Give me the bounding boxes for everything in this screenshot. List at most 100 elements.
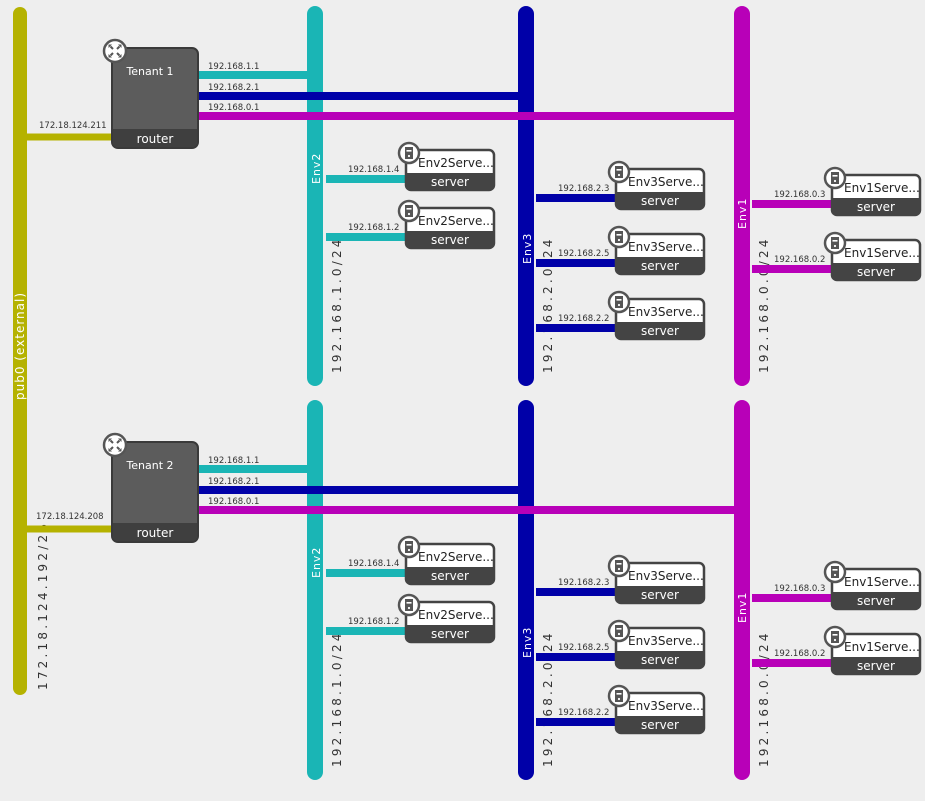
server-icon — [607, 160, 631, 184]
server-type-label: server — [857, 594, 895, 608]
server-icon — [823, 560, 847, 584]
server-icon — [607, 554, 631, 578]
server-type-label: server — [641, 259, 679, 273]
router-node[interactable]: Tenant 1 router — [111, 47, 199, 149]
server-ip-env2: 192.168.1.4 — [348, 559, 399, 569]
server-type-label: server — [857, 200, 895, 214]
server-name: Env1Serve... — [844, 575, 920, 589]
server-type-label: server — [641, 588, 679, 602]
server-type-label: server — [641, 324, 679, 338]
server-node[interactable]: Env2Serve... server — [404, 600, 496, 644]
server-type-label: server — [641, 194, 679, 208]
server-name: Env2Serve... — [418, 214, 494, 228]
server-icon — [397, 199, 421, 223]
server-ip-env1: 192.168.0.2 — [774, 255, 825, 265]
network-name-env3: Env3 — [521, 627, 534, 658]
network-cidr-env2: 192.168.1.0/24 — [330, 630, 344, 767]
server-name: Env3Serve... — [628, 569, 704, 583]
router-ip-env1: 192.168.0.1 — [208, 497, 259, 507]
server-name: Env2Serve... — [418, 550, 494, 564]
server-name: Env1Serve... — [844, 246, 920, 260]
server-node[interactable]: Env1Serve... server — [830, 567, 922, 611]
network-name-env2: Env2 — [310, 547, 323, 578]
server-name: Env3Serve... — [628, 699, 704, 713]
router-label: router — [137, 132, 174, 146]
server-ip-env3: 192.168.2.2 — [558, 314, 609, 324]
server-icon — [607, 684, 631, 708]
network-cidr-env1: 192.168.0.0/24 — [757, 236, 771, 373]
router-name: Tenant 2 — [125, 459, 173, 472]
server-node[interactable]: Env1Serve... server — [830, 632, 922, 676]
server-ip-env1: 192.168.0.2 — [774, 649, 825, 659]
server-icon — [823, 625, 847, 649]
network-cidr-env3: 192.168.2.0/24 — [541, 236, 555, 373]
server-name: Env3Serve... — [628, 634, 704, 648]
server-node[interactable]: Env1Serve... server — [830, 173, 922, 217]
server-icon — [823, 231, 847, 255]
server-type-label: server — [641, 653, 679, 667]
server-node[interactable]: Env3Serve... server — [614, 561, 706, 605]
server-ip-env3: 192.168.2.2 — [558, 708, 609, 718]
server-name: Env3Serve... — [628, 175, 704, 189]
server-type-label: server — [431, 627, 469, 641]
server-name: Env3Serve... — [628, 240, 704, 254]
server-ip-env2: 192.168.1.2 — [348, 617, 399, 627]
router-ip-env2: 192.168.1.1 — [208, 456, 259, 466]
router-name: Tenant 1 — [125, 65, 173, 78]
server-icon — [607, 619, 631, 643]
server-node[interactable]: Env1Serve...server — [830, 238, 922, 282]
server-name: Env1Serve... — [844, 640, 920, 654]
server-ip-env1: 192.168.0.3 — [774, 190, 825, 200]
server-node[interactable]: Env2Serve... server — [404, 206, 496, 250]
router-ip-env3: 192.168.2.1 — [208, 477, 259, 487]
server-type-label: server — [857, 659, 895, 673]
network-name-env3: Env3 — [521, 233, 534, 264]
server-ip-env3: 192.168.2.3 — [558, 184, 609, 194]
router-icon — [102, 432, 128, 458]
network-name-env1: Env1 — [736, 592, 749, 623]
server-node[interactable]: Env2Serve... server — [404, 542, 496, 586]
server-icon — [397, 593, 421, 617]
server-ip-env3: 192.168.2.5 — [558, 643, 609, 653]
server-icon — [607, 290, 631, 314]
router-node[interactable]: Tenant 2 router — [111, 441, 199, 543]
server-node[interactable]: Env3Serve... server — [614, 297, 706, 341]
server-ip-env2: 192.168.1.2 — [348, 223, 399, 233]
external-network-name: pub0 (external) — [13, 292, 27, 400]
network-name-env1: Env1 — [736, 198, 749, 229]
server-icon — [397, 141, 421, 165]
router-ip-env2: 192.168.1.1 — [208, 62, 259, 72]
router-icon — [102, 38, 128, 64]
server-node[interactable]: Env2Serve... server — [404, 148, 496, 192]
server-icon — [397, 535, 421, 559]
server-node[interactable]: Env3Serve... server — [614, 167, 706, 211]
router-external-ip: 172.18.124.211 — [39, 121, 107, 131]
server-ip-env3: 192.168.2.5 — [558, 249, 609, 259]
network-cidr-env2: 192.168.1.0/24 — [330, 236, 344, 373]
server-ip-env3: 192.168.2.3 — [558, 578, 609, 588]
server-name: Env2Serve... — [418, 156, 494, 170]
server-ip-env2: 192.168.1.4 — [348, 165, 399, 175]
server-name: Env2Serve... — [418, 608, 494, 622]
external-network-cidr: 172.18.124.192/26 — [36, 521, 50, 690]
server-ip-env1: 192.168.0.3 — [774, 584, 825, 594]
server-node[interactable]: Env3Serve... server — [614, 232, 706, 276]
server-node[interactable]: Env3Serve... server — [614, 691, 706, 735]
server-type-label: server — [431, 175, 469, 189]
server-icon — [607, 225, 631, 249]
router-ip-env3: 192.168.2.1 — [208, 83, 259, 93]
server-name: Env1Serve... — [844, 181, 920, 195]
server-node[interactable]: Env3Serve... server — [614, 626, 706, 670]
server-type-label: server — [431, 233, 469, 247]
server-icon — [823, 166, 847, 190]
server-type-label: server — [431, 569, 469, 583]
network-cidr-env3: 192.168.2.0/24 — [541, 630, 555, 767]
network-cidr-env1: 192.168.0.0/24 — [757, 630, 771, 767]
network-name-env2: Env2 — [310, 153, 323, 184]
router-external-ip: 172.18.124.208 — [36, 512, 104, 522]
server-type-label: server — [641, 718, 679, 732]
router-ip-env1: 192.168.0.1 — [208, 103, 259, 113]
router-label: router — [137, 526, 174, 540]
server-name: Env3Serve... — [628, 305, 704, 319]
